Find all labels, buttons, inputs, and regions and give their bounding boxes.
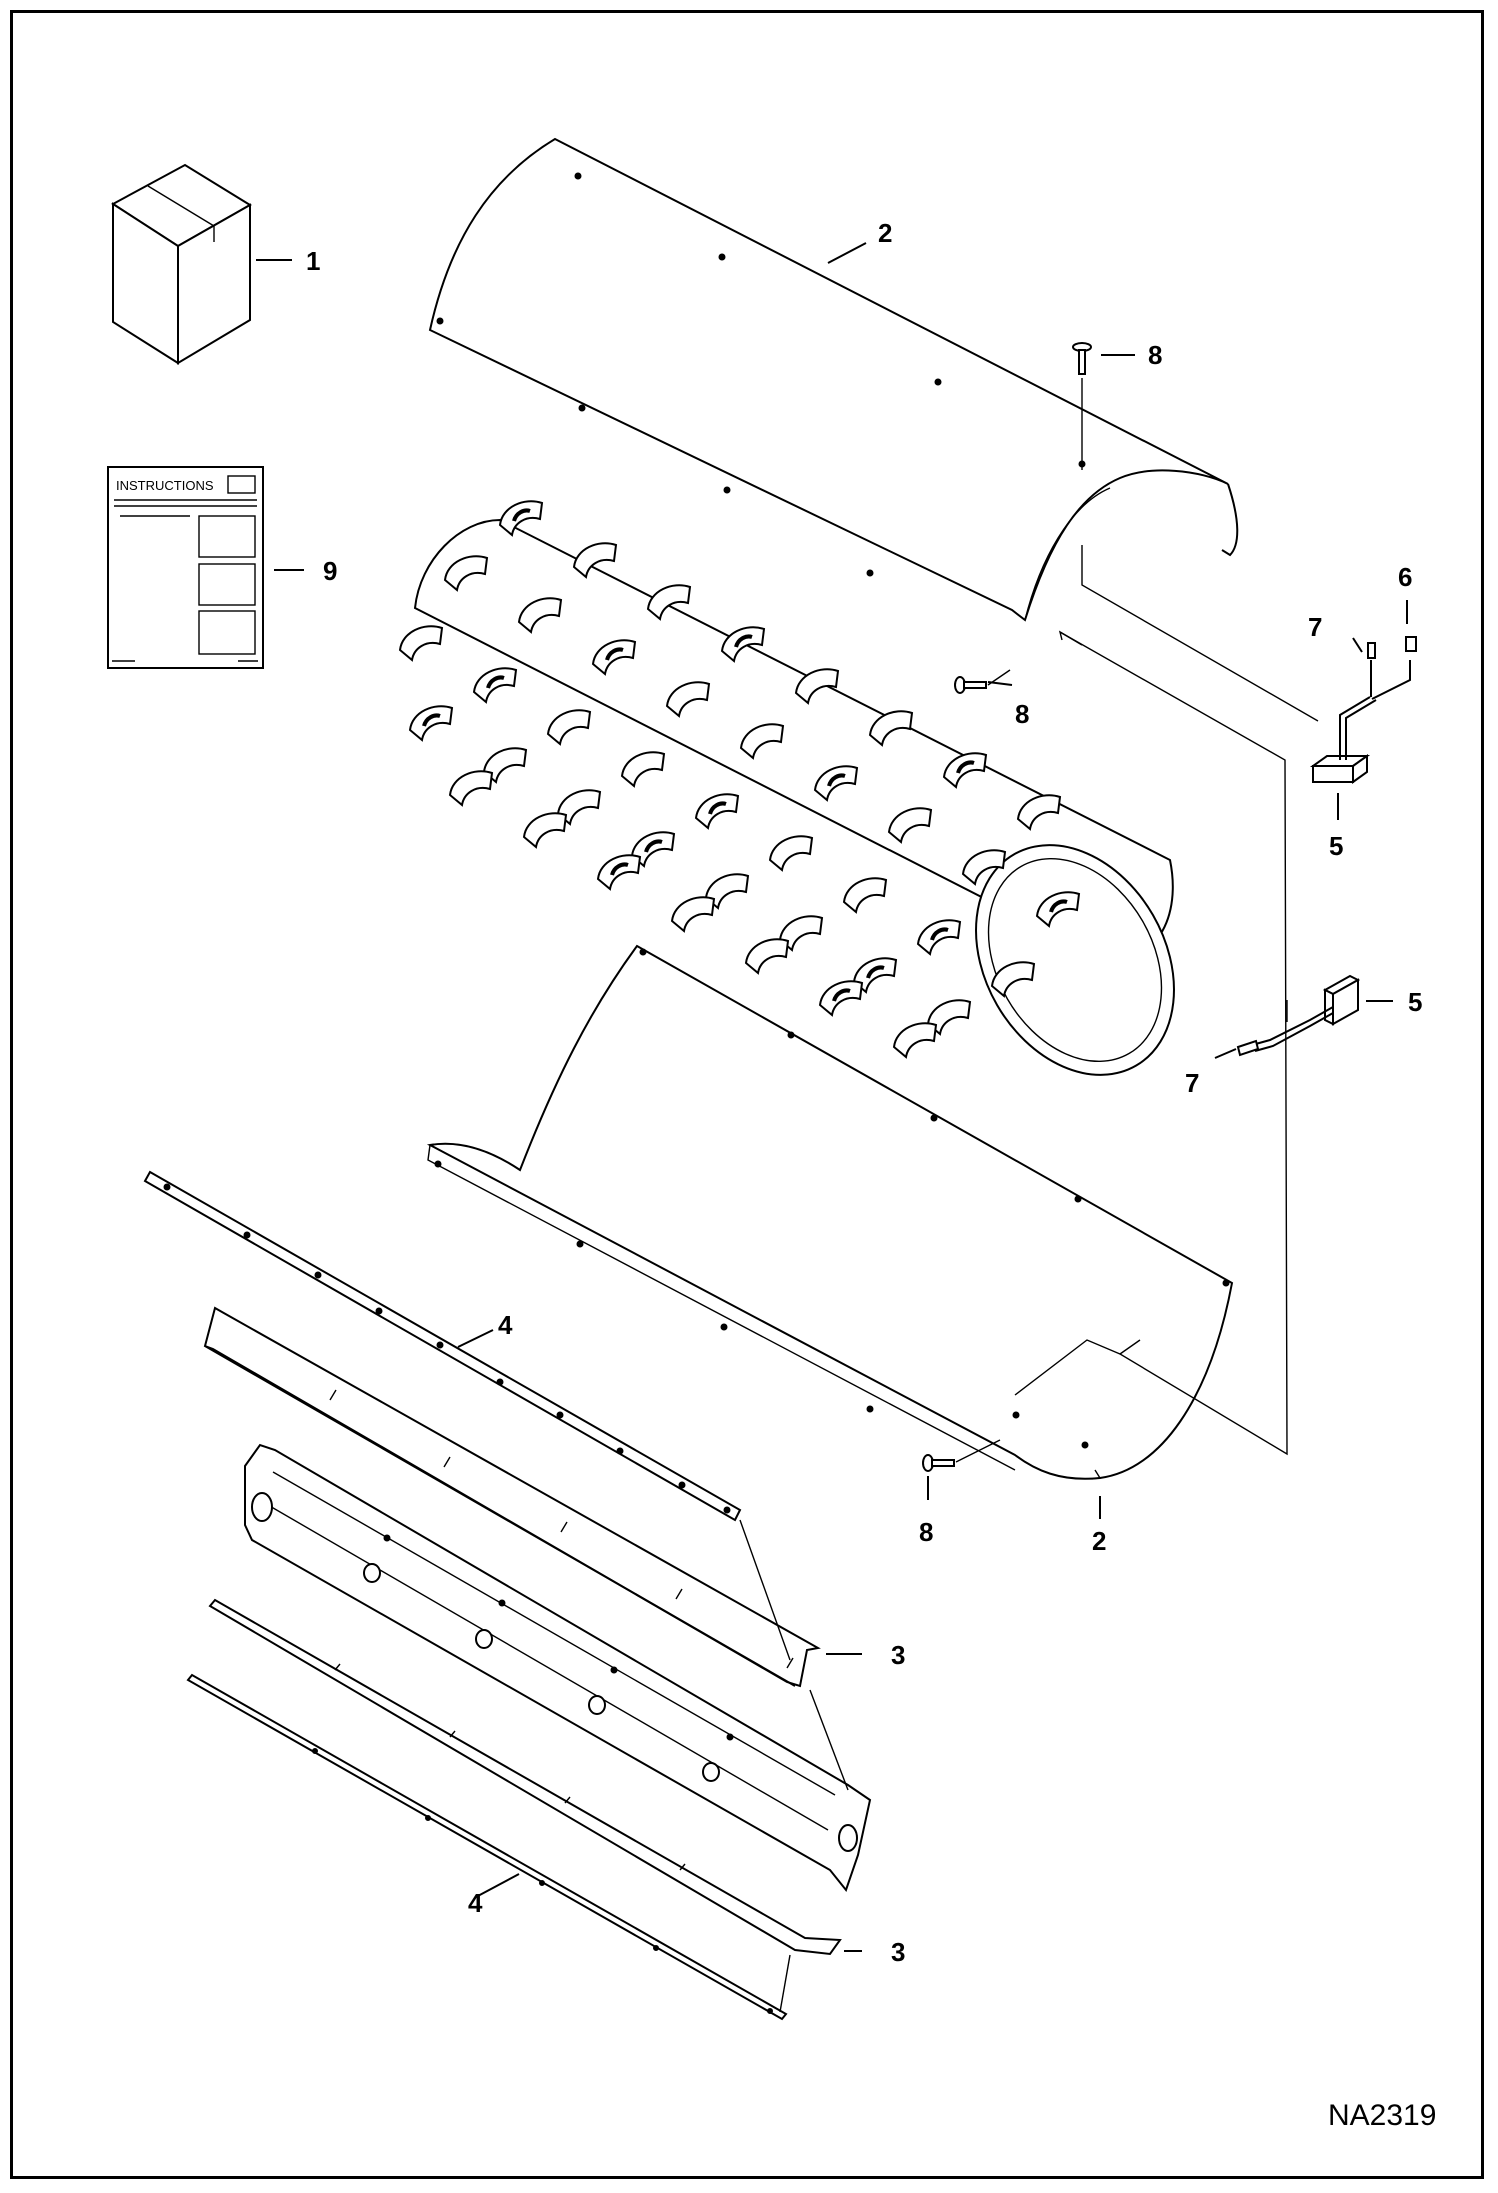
paddle-slot [734, 634, 753, 648]
paddle-slot [956, 760, 975, 774]
drum-paddle [892, 1022, 938, 1059]
drum-paddle [794, 668, 840, 705]
drum-paddle [472, 667, 518, 704]
paddle-slot [708, 801, 727, 815]
drum-paddle [744, 938, 790, 975]
drum-paddle [498, 500, 544, 537]
drum-paddle [398, 625, 444, 662]
upper-bracket-assembly [1309, 636, 1417, 784]
callout-5-upper: 5 [1329, 831, 1343, 861]
drum-paddle [916, 919, 962, 956]
paddle-slot [610, 862, 629, 876]
upper-blade-part [203, 1306, 821, 1688]
upper-shroud-part [428, 137, 1239, 622]
drum-paddle [448, 770, 494, 807]
drum-paddle [630, 831, 676, 868]
drum-paddle [546, 709, 592, 746]
lower-strip-part [186, 1673, 791, 2021]
drum-paddles [398, 500, 1081, 1059]
drum-paddle [813, 765, 859, 802]
callout-5-lower: 5 [1408, 987, 1422, 1017]
paddle-slot [422, 713, 441, 727]
document-id: NA2319 [1328, 2099, 1436, 2132]
leader-lines [256, 242, 1408, 1952]
paddle-slot [605, 647, 624, 661]
drum-paddle [522, 812, 568, 849]
callout-4-lower: 4 [468, 1888, 483, 1918]
roller-drum-part [398, 500, 1175, 1076]
frame-rail-part [244, 1443, 872, 1893]
paddle-slot [827, 773, 846, 787]
paddle-slot [644, 839, 663, 853]
drum-paddle [670, 896, 716, 933]
callout-9: 9 [323, 556, 337, 586]
callout-7-upper: 7 [1308, 612, 1322, 642]
instruction-manual-part [107, 466, 264, 669]
drum-paddle [408, 705, 454, 742]
paddle-slot [832, 988, 851, 1002]
drum-paddle [704, 873, 750, 910]
drum-paddle [620, 751, 666, 788]
lower-bolt [922, 1439, 1001, 1472]
paddle-slot [486, 675, 505, 689]
drum-paddle [887, 807, 933, 844]
drum-paddle [720, 626, 766, 663]
callout-1: 1 [306, 246, 320, 276]
drum-paddle [778, 915, 824, 952]
callout-2-upper: 2 [878, 218, 892, 248]
drum-paddle [868, 710, 914, 747]
box-part [111, 163, 252, 365]
callout-3-lower: 3 [891, 1937, 905, 1967]
wiring-lines [1014, 545, 1319, 1456]
drum-paddle [694, 793, 740, 830]
paddle-slot [512, 508, 531, 522]
drum-paddle [926, 999, 972, 1036]
drum-paddle [591, 639, 637, 676]
upper-bolt-side [954, 669, 1011, 694]
drum-paddle [482, 747, 528, 784]
lower-blade-part [208, 1598, 842, 1956]
drum-paddle [990, 961, 1036, 998]
drum-paddle [665, 681, 711, 718]
drum-paddle [842, 877, 888, 914]
drum-paddle [517, 597, 563, 634]
drum-paddle [572, 542, 618, 579]
drum-paddle [942, 752, 988, 789]
drum-paddle [739, 723, 785, 760]
drum-paddle [443, 555, 489, 592]
drum-paddle [768, 835, 814, 872]
drum-paddle [1016, 794, 1062, 831]
drum-paddle [852, 957, 898, 994]
callout-8-side: 8 [1015, 699, 1029, 729]
drum-paddle [1035, 891, 1081, 928]
lower-bracket-assembly [1236, 974, 1361, 1057]
paddle-slot [1049, 899, 1068, 913]
drum-paddle [596, 854, 642, 891]
callout-8-lower: 8 [919, 1517, 933, 1547]
upper-strip-part [143, 1170, 742, 1522]
manual-title-text: INSTRUCTIONS [116, 478, 214, 493]
drum-paddle [646, 584, 692, 621]
callout-2-lower: 2 [1092, 1526, 1106, 1556]
callout-3-upper: 3 [891, 1640, 905, 1670]
drum-paddle [961, 849, 1007, 886]
callout-7-lower: 7 [1185, 1068, 1199, 1098]
paddle-slot [866, 965, 885, 979]
paddle-slot [930, 927, 949, 941]
drum-paddle [556, 789, 602, 826]
drum-paddle [818, 980, 864, 1017]
upper-bolt-top [1072, 342, 1092, 470]
callout-8-top: 8 [1148, 340, 1162, 370]
callout-6: 6 [1398, 562, 1412, 592]
drawing-frame [10, 10, 1484, 2179]
callout-4-upper: 4 [498, 1310, 513, 1340]
lower-shroud-part [426, 944, 1234, 1480]
